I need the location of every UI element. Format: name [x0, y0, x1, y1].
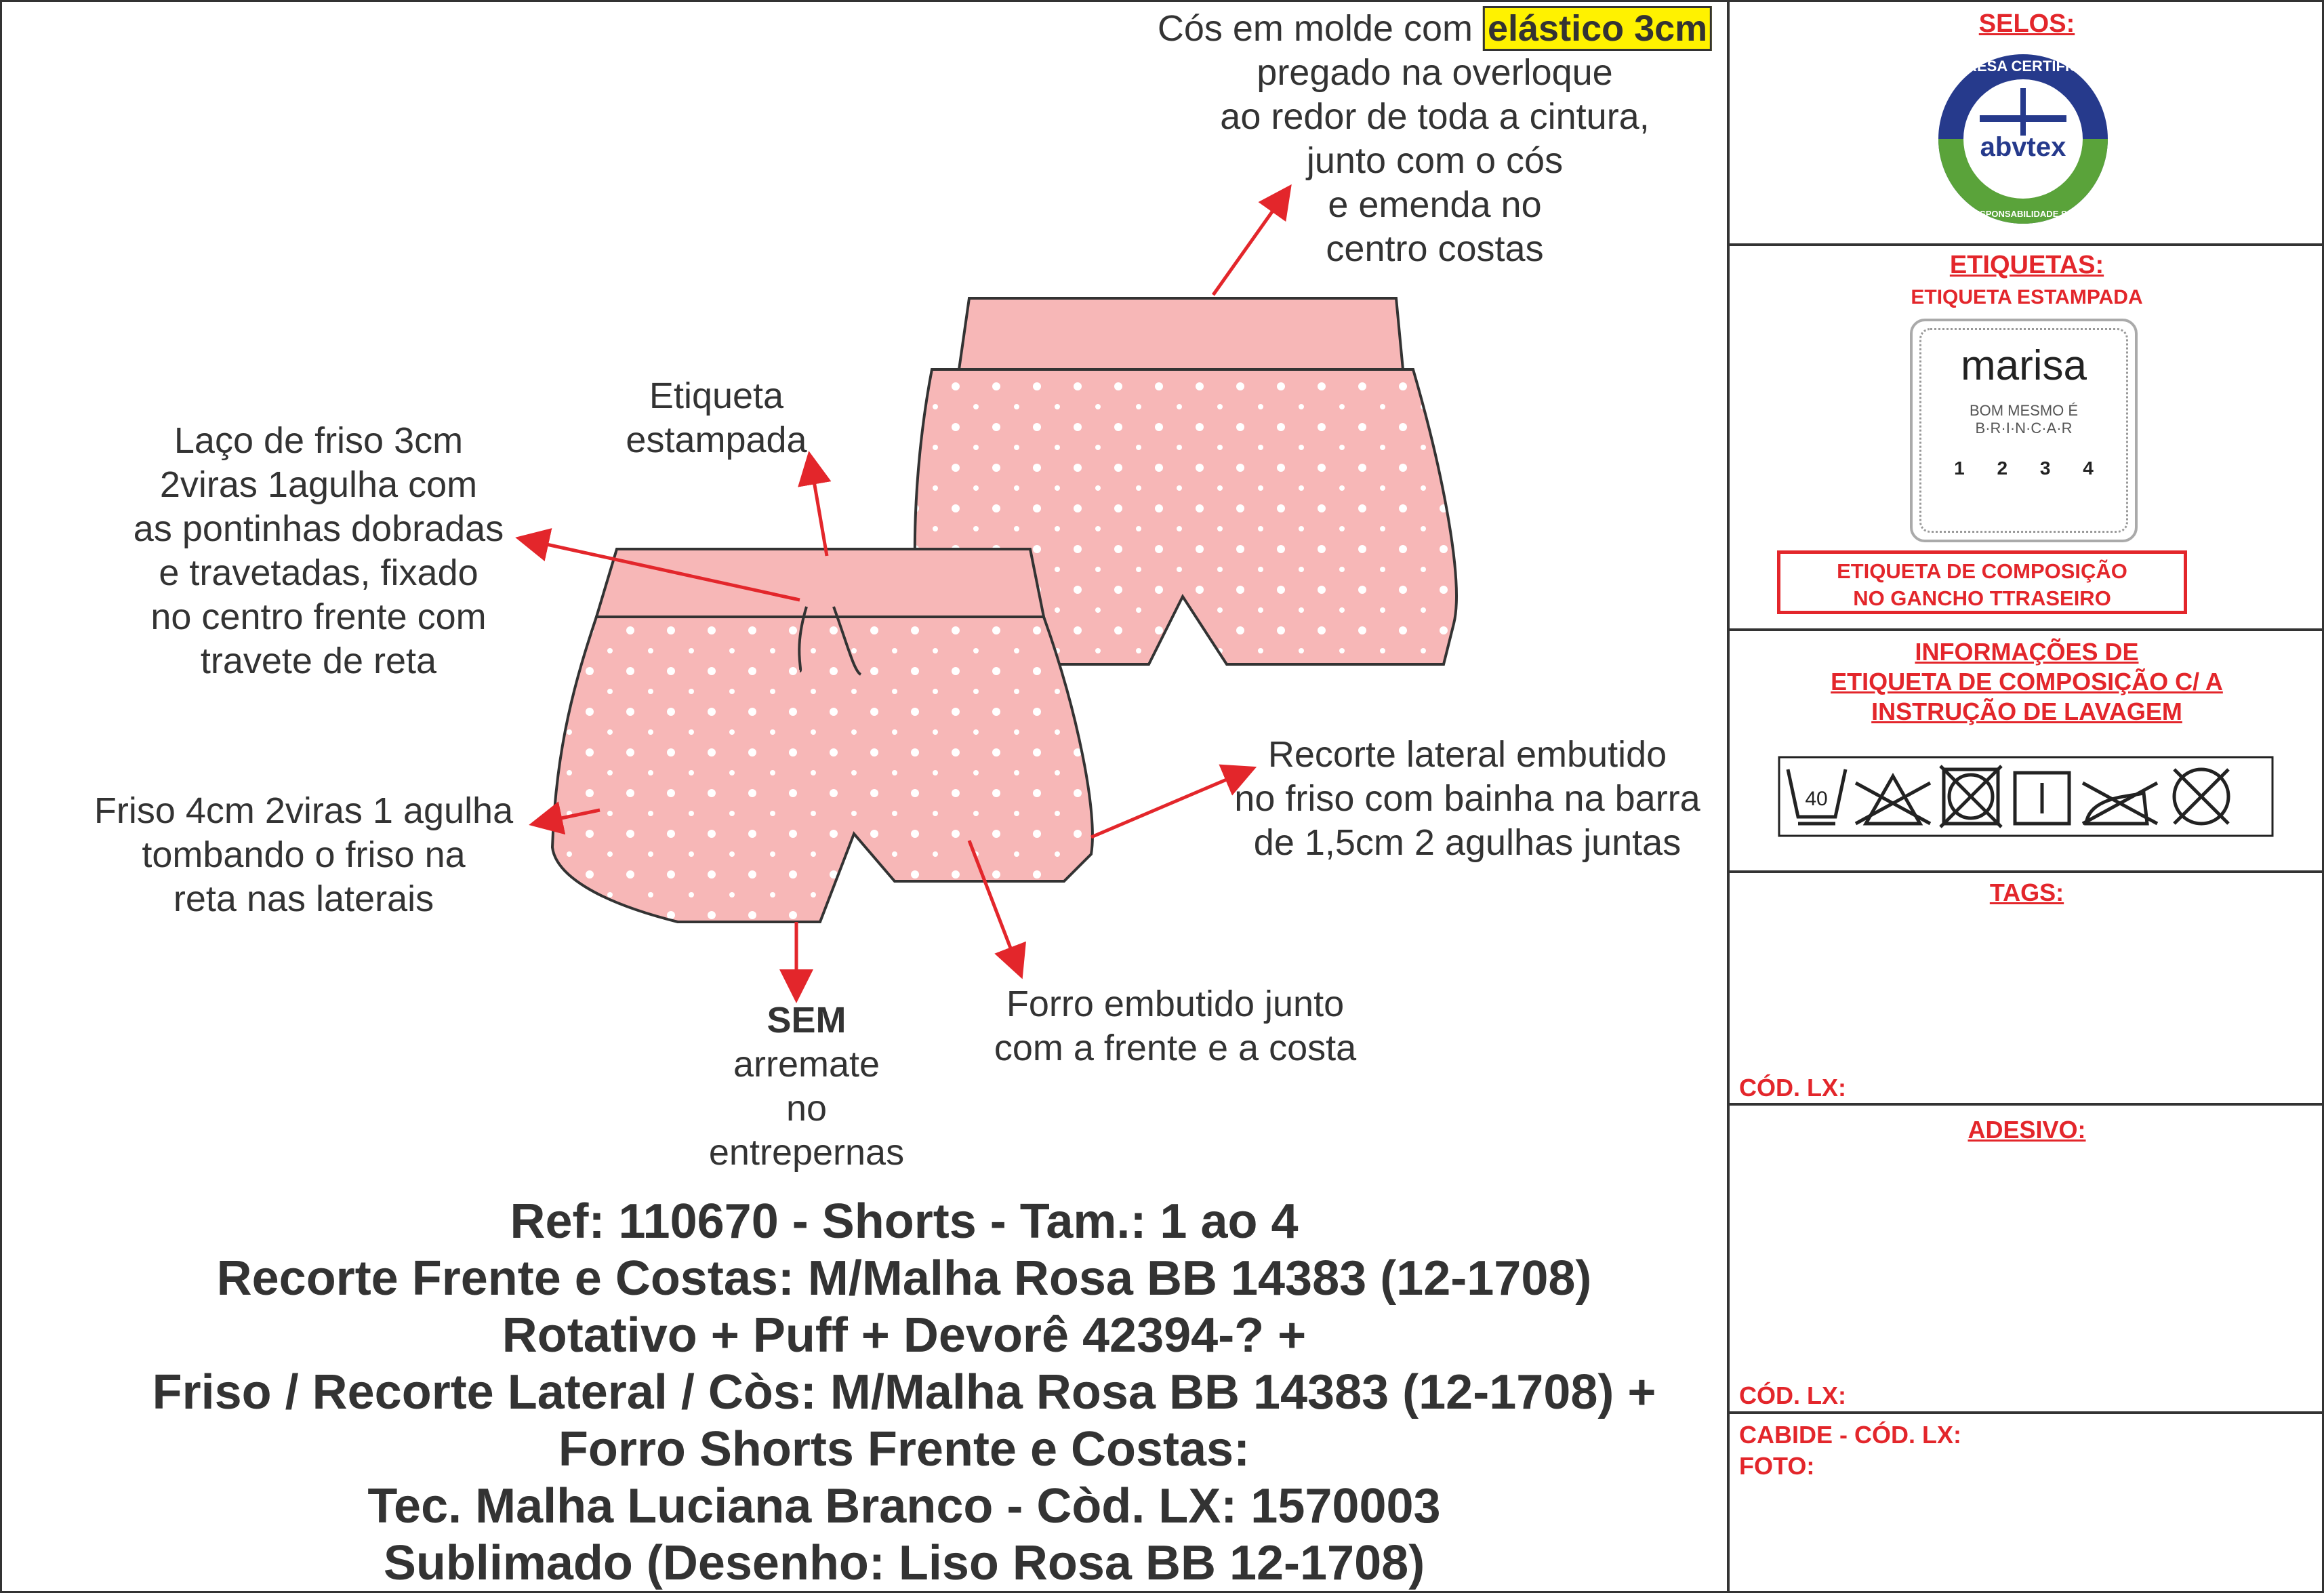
tags-cod-lx: CÓD. LX:: [1739, 1074, 1846, 1102]
spec-line: Ref: 110670 - Shorts - Tam.: 1 ao 4: [510, 1194, 1299, 1249]
note-line: junto com o cós: [1306, 140, 1564, 181]
size: 4: [2083, 458, 2094, 479]
note-line: centro costas: [1326, 228, 1544, 269]
note-line: Friso 4cm 2viras 1 agulha: [94, 790, 514, 831]
section-divider: [1727, 1103, 2324, 1106]
size: 3: [2039, 458, 2051, 479]
tags-heading: TAGS:: [1989, 879, 2064, 906]
adesivo-cod-lx: CÓD. LX:: [1739, 1382, 1846, 1409]
spec-line: Forro Shorts Frente e Costas:: [558, 1422, 1250, 1476]
note-line: no: [786, 1088, 828, 1129]
spec-line: Rotativo + Puff + Devorê 42394-? +: [502, 1308, 1307, 1363]
seal-text: EM RESPONSABILIDADE SOCIAL: [1952, 209, 2094, 219]
spec-line: Recorte Frente e Costas: M/Malha Rosa BB…: [216, 1251, 1592, 1306]
back-shorts: [913, 297, 1458, 666]
box-line: NO GANCHO TTRASEIRO: [1853, 586, 2111, 610]
label-brand: marisa: [1960, 342, 2087, 389]
box-line: ETIQUETA DE COMPOSIÇÃO: [1837, 559, 2127, 583]
label-tagline: B·R·I·N·C·A·R: [1975, 420, 2073, 437]
spec-line: Tec. Malha Luciana Branco - Còd. LX: 157…: [367, 1479, 1441, 1533]
note-line: arremate: [733, 1044, 880, 1085]
lining-note: Forro embutido junto com a frente e a co…: [994, 982, 1356, 1070]
adesivo-heading: ADESIVO:: [1968, 1116, 2086, 1144]
etiquetas-heading: ETIQUETAS:: [1949, 251, 2104, 279]
heading-line: INSTRUÇÃO DE LAVAGEM: [1871, 698, 2182, 725]
note-line: e emenda no: [1328, 184, 1542, 225]
side-panel-note: Recorte lateral embutido no friso com ba…: [1234, 733, 1700, 865]
no-iron-icon: [2081, 781, 2159, 826]
note-line: no friso com bainha na barra: [1234, 778, 1700, 819]
note-line: estampada: [626, 420, 807, 460]
section-divider: [1727, 243, 2324, 246]
waistband-note: Cós em molde com elástico 3cm pregado na…: [1157, 6, 1713, 271]
note-line: no centro frente com: [150, 597, 487, 637]
note-bold: SEM: [767, 1000, 847, 1041]
callout-arrows: [515, 184, 1292, 1003]
highlighted-text: elástico 3cm: [1482, 6, 1713, 51]
note-line: de 1,5cm 2 agulhas juntas: [1253, 822, 1681, 863]
note-line: Forro embutido junto: [1006, 984, 1345, 1024]
wash-temp: 40: [1805, 788, 1827, 810]
note-text: Cós em molde com: [1157, 8, 1473, 49]
no-dry-clean-icon: [2172, 767, 2230, 826]
photo-label: FOTO:: [1739, 1452, 1815, 1480]
note-line: 2viras 1agulha com: [159, 464, 478, 505]
spec-line: Sublimado (Desenho: Liso Rosa BB 12-1708…: [383, 1536, 1425, 1590]
care-symbols: 40: [1778, 756, 2274, 837]
printed-label-note: Etiqueta estampada: [626, 374, 807, 462]
note-line: tombando o friso na: [142, 834, 466, 875]
section-divider: [1727, 628, 2324, 631]
note-line: pregado na overloque: [1257, 52, 1613, 93]
hanger-cod-lx: CABIDE - CÓD. LX:: [1739, 1421, 1961, 1449]
abvtex-seal: EMPRESA CERTIFICADA abvtex EM RESPONSABI…: [1935, 54, 2111, 224]
label-tagline: BOM MESMO É: [1969, 402, 2079, 419]
printed-label-image: marisa BOM MESMO É B·R·I·N·C·A·R 1 2 3 4: [1910, 319, 2138, 542]
size: 1: [1954, 458, 1965, 479]
composition-label-box: ETIQUETA DE COMPOSIÇÃO NO GANCHO TTRASEI…: [1777, 550, 2187, 614]
note-line: travete de reta: [200, 641, 437, 681]
heading-line: ETIQUETA DE COMPOSIÇÃO C/ A: [1831, 668, 2223, 695]
printed-label-heading: ETIQUETA ESTAMPADA: [1911, 286, 2143, 308]
no-bleach-icon: [1854, 772, 1932, 826]
note-line: Etiqueta: [649, 376, 784, 416]
spec-line: Friso / Recorte Lateral / Còs: M/Malha R…: [152, 1365, 1656, 1419]
line-dry-icon: [2013, 771, 2071, 826]
note-line: com a frente e a costa: [994, 1028, 1357, 1068]
spec-block: Ref: 110670 - Shorts - Tam.: 1 ao 4 Reco…: [152, 1193, 1656, 1592]
note-line: e travetadas, fixado: [159, 552, 478, 593]
piping-note: Friso 4cm 2viras 1 agulha tombando o fri…: [94, 789, 513, 921]
wash-40-icon: 40: [1786, 769, 1848, 826]
note-line: Laço de friso 3cm: [174, 420, 464, 461]
note-line: reta nas laterais: [173, 879, 434, 919]
panel-divider: [1727, 0, 1730, 1593]
care-info-heading: INFORMAÇÕES DE ETIQUETA DE COMPOSIÇÃO C/…: [1730, 637, 2324, 727]
hanger-section: CABIDE - CÓD. LX: FOTO:: [1739, 1419, 1961, 1482]
size-selected: 2: [1997, 458, 2008, 479]
note-line: ao redor de toda a cintura,: [1220, 96, 1650, 137]
seal-text: EMPRESA CERTIFICADA: [1935, 58, 2111, 75]
section-divider: [1727, 870, 2324, 873]
bow-note: Laço de friso 3cm 2viras 1agulha com as …: [134, 419, 504, 683]
note-line: Recorte lateral embutido: [1267, 734, 1667, 775]
crotch-note: SEM arremate no entrepernas: [709, 999, 904, 1175]
selos-heading: SELOS:: [1978, 9, 2075, 38]
note-line: as pontinhas dobradas: [133, 508, 504, 549]
front-shorts: [550, 548, 1094, 923]
note-line: entrepernas: [708, 1132, 905, 1173]
section-divider: [1727, 1411, 2324, 1414]
seal-brand: abvtex: [1980, 132, 2066, 162]
no-tumble-dry-icon: [1939, 765, 2003, 828]
heading-line: INFORMAÇÕES DE: [1915, 638, 2139, 666]
